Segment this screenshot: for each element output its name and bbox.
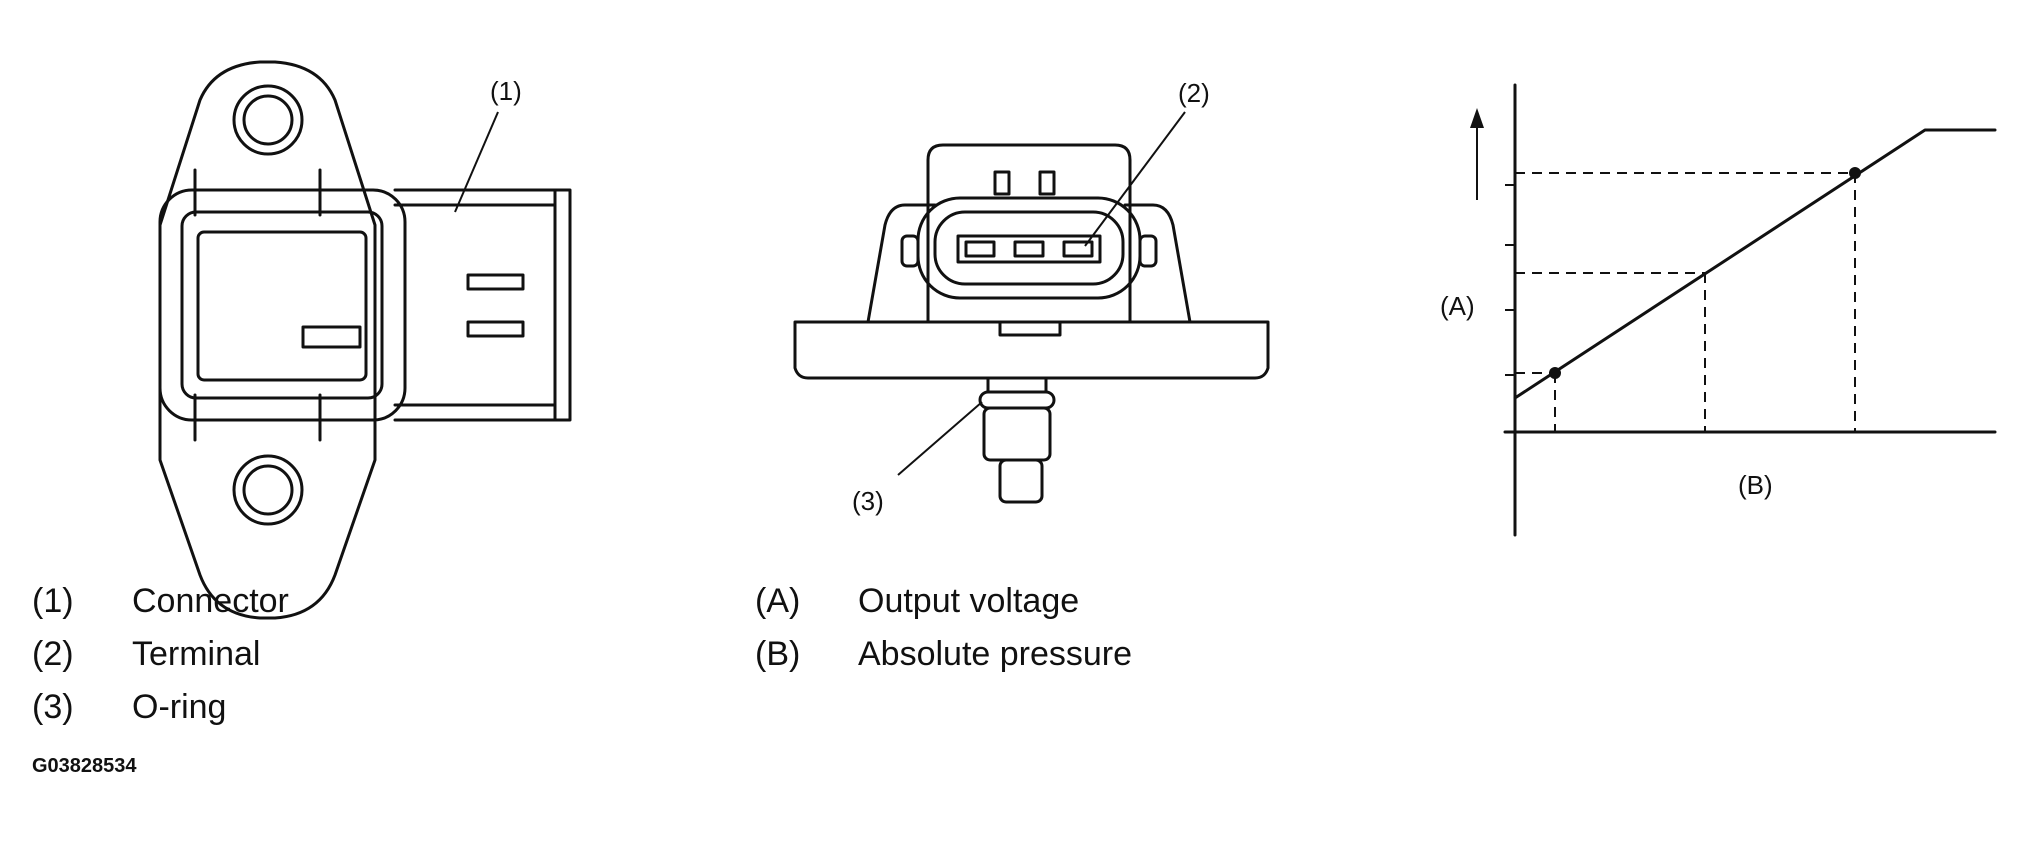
- legend-key-b: (B): [755, 635, 800, 673]
- end-connector-tab: [998, 320, 1062, 337]
- characteristic-line: [1513, 128, 1997, 400]
- terminal-leader: [1084, 111, 1186, 247]
- legend-text-2: Terminal: [132, 635, 260, 673]
- upper-bolt-hole-inner: [242, 94, 294, 146]
- sensor-top-view: (1): [158, 60, 572, 620]
- upper-bolt-hole: [232, 84, 304, 156]
- point-upper: [1849, 167, 1861, 179]
- legend-key-2: (2): [32, 635, 74, 673]
- figure-code: G03828534: [32, 755, 137, 777]
- stem-collar: [986, 376, 1048, 394]
- legend-text-a: Output voltage: [858, 582, 1079, 620]
- guide-upper: [1515, 172, 1856, 432]
- point-lower: [1549, 367, 1561, 379]
- legend-text-b: Absolute pressure: [858, 635, 1132, 673]
- output-characteristic-graph: (A) (B): [1440, 83, 1997, 537]
- latch-right: [1038, 170, 1056, 196]
- connector-ear-right: [1138, 234, 1158, 268]
- latch-left: [993, 170, 1011, 196]
- connector-ear-left: [900, 234, 920, 268]
- legend-key-a: (A): [755, 582, 800, 620]
- connector-body: [393, 188, 572, 422]
- terminal-pin-2: [1013, 240, 1045, 258]
- flange-ribs: [193, 168, 322, 442]
- sensor-end-view: (2) (3): [793, 78, 1270, 516]
- y-axis-callout: (A): [1440, 291, 1475, 321]
- connector-slot-lower: [466, 320, 525, 338]
- end-flange-gussets: [866, 203, 1192, 324]
- legend-key-1: (1): [32, 582, 74, 620]
- lower-bolt-hole-inner: [242, 464, 294, 516]
- lower-bolt-hole: [232, 454, 304, 526]
- axes-legend: (A) Output voltage (B) Absolute pressure: [755, 582, 1132, 673]
- sensor-label-mark: [301, 325, 362, 349]
- connector-face-inner: [933, 210, 1125, 286]
- terminal-pin-1: [964, 240, 996, 258]
- end-connector-housing: [926, 143, 1132, 324]
- legend-text-1: Connector: [132, 582, 289, 620]
- legend-text-3: O-ring: [132, 688, 226, 726]
- connector-callout: (1): [490, 76, 522, 106]
- connector-shroud: [393, 188, 557, 422]
- sensor-label-area: [196, 230, 368, 382]
- y-ticks: [1505, 184, 1515, 376]
- connector-leader: [454, 111, 499, 213]
- stem-body: [982, 406, 1052, 462]
- connector-slot-upper: [466, 273, 525, 291]
- sensor-housing: [158, 188, 407, 422]
- guide-middle: [1515, 272, 1706, 432]
- parts-legend: (1) Connector (2) Terminal (3) O-ring: [32, 582, 289, 726]
- guide-lower: [1515, 372, 1556, 432]
- o-ring-leader: [897, 401, 983, 476]
- increase-arrow-head: [1470, 108, 1484, 128]
- terminal-callout: (2): [1178, 78, 1210, 108]
- terminal-pin-3: [1062, 240, 1094, 258]
- o-ring-callout: (3): [852, 486, 884, 516]
- stem-tip: [998, 458, 1044, 504]
- end-flange-base: [793, 320, 1270, 380]
- legend-key-3: (3): [32, 688, 74, 726]
- terminal-block: [956, 234, 1102, 264]
- x-axis-callout: (B): [1738, 470, 1773, 500]
- sensor-housing-face: [180, 210, 384, 400]
- mounting-flange: [158, 60, 377, 620]
- o-ring-shape: [978, 390, 1056, 410]
